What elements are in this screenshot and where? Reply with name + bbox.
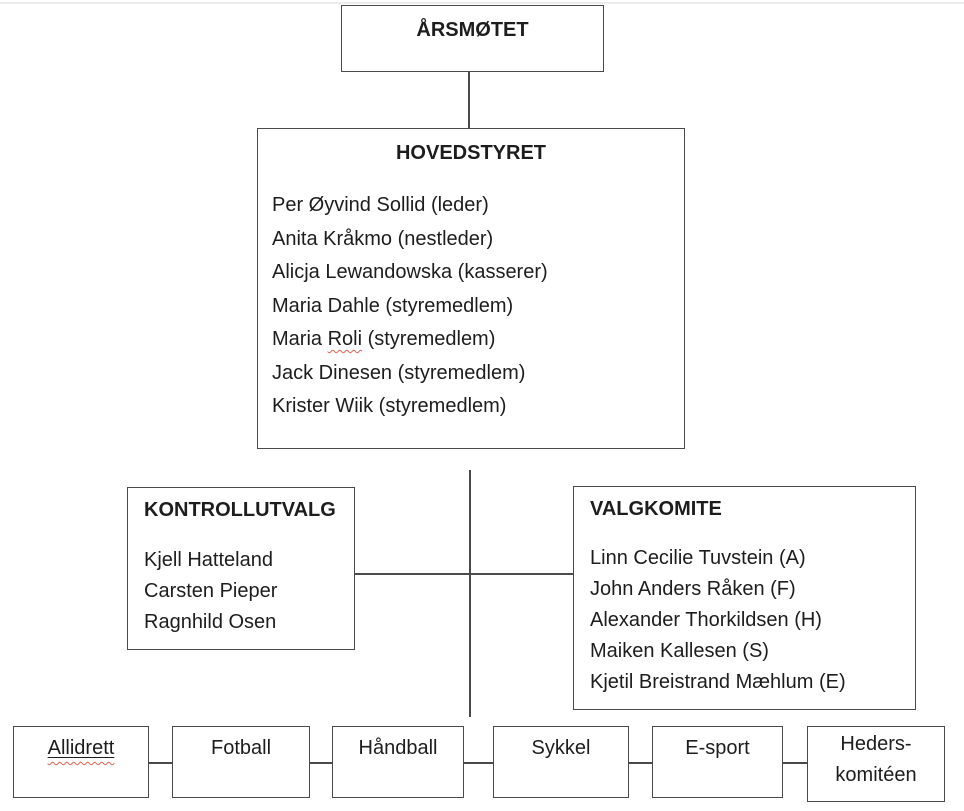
unit-box-fotball: Fotball [172,726,310,798]
unit-label: Sykkel [531,737,591,759]
board-member: Maria Dahle (styremedlem) [272,294,514,317]
valgkomite-member-list: Linn Cecilie Tuvstein (A) John Anders Rå… [590,543,915,698]
unit-label: Allidrett [47,737,115,759]
valgkomite-box: VALGKOMITE Linn Cecilie Tuvstein (A) Joh… [573,486,916,710]
unit-box-hederskomiteen: Heders- komitéen [807,726,945,802]
board-member: Jack Dinesen (styremedlem) [272,361,526,384]
unit-label: Fotball [210,737,272,759]
kontrollutvalg-box: KONTROLLUTVALG Kjell Hatteland Carsten P… [127,487,355,650]
arsmotet-box: ÅRSMØTET [341,5,604,72]
unit-label-line1: Heders- [840,733,912,755]
connector-allidrett-fotball [149,762,172,764]
valgkomite-title: VALGKOMITE [590,498,722,520]
committee-member: John Anders Råken (F) [590,578,796,600]
connector-kontrollutvalg-valgkomite [355,573,573,575]
hovedstyret-title: HOVEDSTYRET [395,142,547,164]
committee-member: Carsten Pieper [144,580,278,602]
board-member: Anita Kråkmo (nestleder) [272,227,494,250]
board-member: Per Øyvind Sollid (leder) [272,194,489,216]
kontrollutvalg-title: KONTROLLUTVALG [144,499,336,521]
unit-box-allidrett: Allidrett [13,726,149,798]
board-member: Alicja Lewandowska (kasserer) [272,261,548,283]
member-name-part: (styremedlem) [362,328,496,350]
unit-label-line2: komitéen [835,764,917,786]
committee-member: Linn Cecilie Tuvstein (A) [590,547,806,569]
board-member: Krister Wiik (styremedlem) [272,395,507,417]
unit-box-handball: Håndball [332,726,464,798]
arsmotet-title: ÅRSMØTET [416,19,529,41]
connector-arsmotet-hovedstyret [468,72,470,128]
hovedstyret-member-list: Per Øyvind Sollid (leder) Anita Kråkmo (… [272,189,684,424]
unit-box-sykkel: Sykkel [493,726,629,798]
misspelled-word: Allidrett [48,737,115,759]
misspelled-word: Roli [327,328,363,350]
connector-fotball-handball [310,762,332,764]
connector-handball-sykkel [464,762,493,764]
connector-sykkel-esport [629,762,652,764]
kontrollutvalg-member-list: Kjell Hatteland Carsten Pieper Ragnhild … [144,545,354,638]
committee-member: Maiken Kallesen (S) [590,640,769,662]
committee-member: Kjetil Breistrand Mæhlum (E) [590,671,846,693]
connector-esport-hederskomiteen [783,762,807,764]
page-top-edge [0,2,964,4]
unit-label: Håndball [358,737,438,759]
unit-label: E-sport [685,737,750,759]
member-name-part: Maria [272,328,328,350]
unit-box-esport: E-sport [652,726,783,798]
hovedstyret-box: HOVEDSTYRET Per Øyvind Sollid (leder) An… [257,128,685,449]
committee-member: Alexander Thorkildsen (H) [590,609,822,631]
board-member: Maria Roli (styremedlem) [272,323,684,357]
committee-member: Ragnhild Osen [144,611,277,633]
connector-hovedstyret-units [469,470,471,717]
committee-member: Kjell Hatteland [144,549,273,571]
